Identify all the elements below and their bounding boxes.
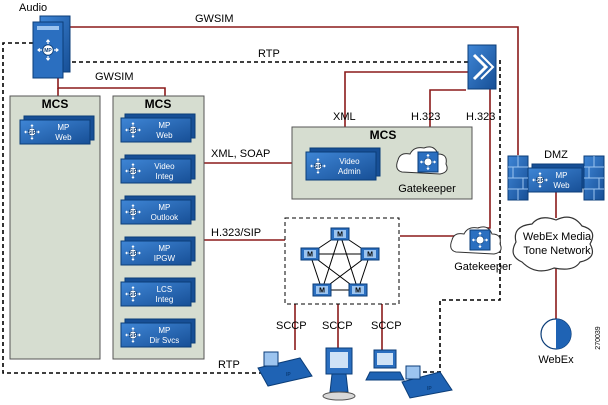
xml-soap-label: XML, SOAP bbox=[211, 148, 270, 160]
mcu-node-3: M bbox=[312, 283, 332, 297]
mcs-mid-module-0-line2: Web bbox=[156, 131, 173, 140]
mcu-node-2: M bbox=[348, 283, 368, 297]
connection-lines bbox=[2, 26, 557, 374]
dmz-label: DMZ bbox=[544, 149, 568, 161]
mcs-mid-module-1-line1: Video bbox=[154, 162, 175, 171]
computer-icon bbox=[365, 349, 405, 381]
mcs-right-title: MCS bbox=[370, 128, 397, 142]
sccp-label-2: SCCP bbox=[322, 320, 353, 332]
mcs-mid-module-3-line1: MP bbox=[158, 244, 170, 253]
mcs-mid-module-0-line1: MP bbox=[158, 121, 170, 130]
gwsim-mid-link bbox=[57, 70, 166, 96]
firewall-right-icon bbox=[583, 155, 605, 201]
mcs-right-module-0-line1: Video bbox=[339, 157, 360, 166]
mcu-node-text-4: M bbox=[307, 252, 313, 259]
webex-network-line1: WebEx Media bbox=[523, 231, 592, 243]
dmz-mp-module-line2: Web bbox=[553, 181, 570, 190]
mcs-left-module-0-line1: MP bbox=[57, 123, 69, 132]
module-layer: SIPMPWebSIPMPWebSIPVideoIntegSIPMPOutloo… bbox=[19, 113, 587, 348]
mcs-left-title: MCS bbox=[42, 97, 69, 111]
xml-link bbox=[344, 71, 477, 152]
mcs-mid-module-1-line2: Integ bbox=[156, 172, 174, 181]
link-labels: GWSIM GWSIM RTP RTP XML H.323 H.323 XML,… bbox=[95, 13, 495, 371]
mcs-left-module-0-line2: Web bbox=[55, 133, 72, 142]
gatekeeper-left-icon bbox=[396, 146, 448, 175]
mcs-mid-module-5-line2: Dir Svcs bbox=[150, 336, 180, 345]
mcu-mesh: M M M M M bbox=[300, 227, 380, 297]
xml-label: XML bbox=[333, 111, 356, 123]
mcu-node-text-2: M bbox=[355, 288, 361, 295]
mcs-mid-module-5-icon-text: SIP bbox=[129, 333, 138, 339]
mesh-link bbox=[321, 233, 341, 291]
webex-globe-icon bbox=[540, 318, 572, 350]
gwsim-top-link bbox=[58, 26, 519, 155]
rtp-top-label: RTP bbox=[258, 48, 280, 60]
rtp-bottom-link bbox=[420, 60, 501, 373]
gatekeeper-right-icon bbox=[450, 226, 502, 255]
mcs-mid-module-4-line1: LCS bbox=[157, 285, 173, 294]
mcu-node-text-1: M bbox=[367, 252, 373, 259]
mcs-mid-module-4-icon-text: SIP bbox=[129, 292, 138, 298]
ip-phone-right-text: IP bbox=[427, 386, 432, 392]
video-terminal-icon bbox=[322, 347, 356, 401]
sccp-label-1: SCCP bbox=[276, 320, 307, 332]
ip-phone-left-text: IP bbox=[286, 372, 291, 378]
audio-mp-icon-text: MP bbox=[44, 48, 52, 54]
mcs-mid-module-3-line2: IPGW bbox=[154, 254, 176, 263]
mcs-mid-module-2-line2: Outlook bbox=[151, 213, 180, 222]
gatekeeper-right-label: Gatekeeper bbox=[454, 261, 512, 273]
h323-sip-label: H.323/SIP bbox=[211, 227, 261, 239]
gwsim-top-label: GWSIM bbox=[195, 13, 234, 25]
audio-label: Audio bbox=[19, 2, 47, 14]
mcs-mid-module-0-icon-text: SIP bbox=[129, 128, 138, 134]
gatekeeper-left-label: Gatekeeper bbox=[398, 183, 456, 195]
webex-network-line2: Tone Network bbox=[523, 245, 591, 257]
dmz-mp-module-line1: MP bbox=[555, 171, 567, 180]
mcu-node-text-3: M bbox=[319, 288, 325, 295]
mcs-mid-title: MCS bbox=[145, 97, 172, 111]
webex-label: WebEx bbox=[538, 354, 574, 366]
mcu-node-1: M bbox=[360, 247, 380, 261]
mcs-mid-module-5-line1: MP bbox=[158, 326, 170, 335]
mesh-boundary bbox=[284, 217, 400, 305]
h323-link-b bbox=[478, 88, 491, 229]
mcu-node-0: M bbox=[330, 227, 350, 241]
dmz-mp-module-icon-text: SIP bbox=[536, 178, 545, 184]
mcs-mid-module-2-line1: MP bbox=[158, 203, 170, 212]
h323-label-a: H.323 bbox=[411, 111, 440, 123]
mcs-mid-module-2-icon-text: SIP bbox=[129, 210, 138, 216]
ip-phone-right-icon: IP bbox=[401, 365, 453, 399]
gwsim-mid-label: GWSIM bbox=[95, 71, 134, 83]
switch-icon bbox=[467, 44, 497, 90]
sccp-label-3: SCCP bbox=[371, 320, 402, 332]
ip-phone-left-icon: IP bbox=[257, 351, 313, 387]
mcs-right-module-0-line2: Admin bbox=[338, 167, 361, 176]
mcs-mid-module-3-icon-text: SIP bbox=[129, 251, 138, 257]
mcs-right-module-0-icon-text: SIP bbox=[314, 164, 323, 170]
mcs-mid-module-1-icon-text: SIP bbox=[129, 169, 138, 175]
mcu-node-text-0: M bbox=[337, 232, 343, 239]
mcu-node-4: M bbox=[300, 247, 320, 261]
audio-server: MP bbox=[32, 15, 71, 79]
rtp-bottom-label: RTP bbox=[218, 359, 240, 371]
webex-cloud bbox=[512, 216, 594, 272]
rtp-top-link bbox=[2, 42, 265, 374]
mcs-mid-module-4-line2: Integ bbox=[156, 295, 174, 304]
h323-label-b: H.323 bbox=[466, 111, 495, 123]
firewall-left-icon bbox=[507, 155, 529, 201]
figure-id: 270039 bbox=[595, 326, 602, 349]
mesh-link bbox=[339, 233, 359, 291]
mcs-left-module-0-icon-text: SIP bbox=[28, 130, 37, 136]
